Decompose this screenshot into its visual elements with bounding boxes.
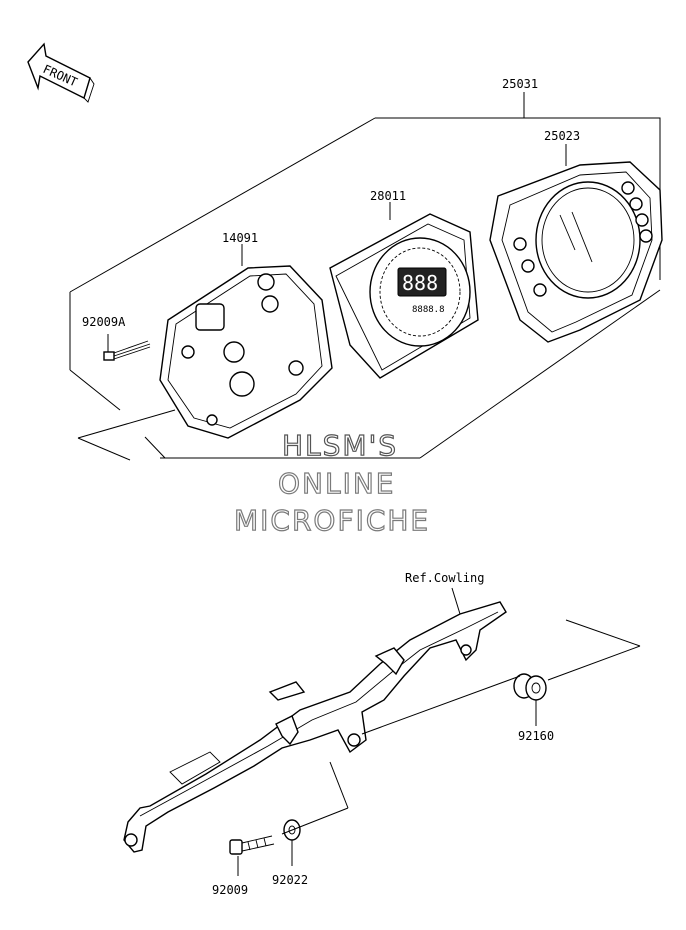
label-25031: 25031 — [502, 77, 538, 91]
meter-cover-part — [489, 144, 663, 343]
label-25023: 25023 — [544, 129, 580, 143]
label-92009: 92009 — [212, 883, 248, 897]
watermark-line1: HLSM'S — [282, 429, 398, 462]
damper-part — [361, 619, 641, 735]
meter-bracket-part — [123, 601, 507, 853]
label-92160: 92160 — [518, 729, 554, 743]
label-ref-cowling: Ref.Cowling — [405, 571, 484, 585]
lcd-digits: 888 — [402, 271, 438, 295]
lcd-small-digits: 8888.8 — [412, 305, 445, 315]
label-92009A: 92009A — [82, 315, 126, 329]
label-14091: 14091 — [222, 231, 258, 245]
screw-case-part — [103, 334, 151, 361]
bracket-screw-part — [229, 835, 275, 876]
meter-case-part — [159, 244, 333, 439]
watermark-line3: MICROFICHE — [234, 504, 430, 537]
front-direction-arrow: FRONT — [27, 42, 95, 103]
assembly-outline — [69, 92, 661, 461]
washer-part — [281, 761, 349, 866]
label-28011: 28011 — [370, 189, 406, 203]
label-92022: 92022 — [272, 873, 308, 887]
meter-unit-part: 888 8888.8 — [329, 202, 479, 379]
watermark-line2: ONLINE — [278, 467, 395, 500]
